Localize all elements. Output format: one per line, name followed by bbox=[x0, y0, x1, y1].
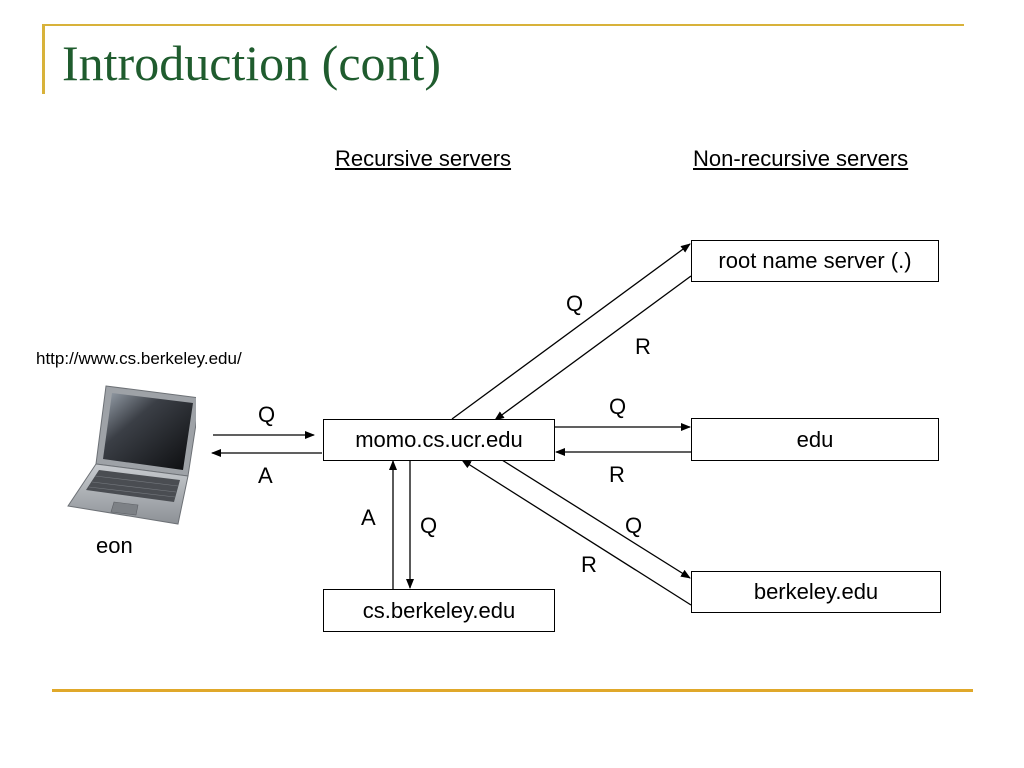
arrow-root-reply bbox=[494, 275, 692, 421]
node-momo-cs-ucr-edu: momo.cs.ucr.edu bbox=[323, 419, 555, 461]
node-cs-berkeley-label: cs.berkeley.edu bbox=[362, 597, 516, 623]
arrow-berkeley-reply bbox=[461, 459, 692, 606]
node-root-label: root name server (.) bbox=[718, 248, 912, 273]
node-edu-label: edu bbox=[796, 426, 834, 452]
berkeley-query-label: Q bbox=[625, 513, 643, 538]
node-berkeley-label: berkeley.edu bbox=[753, 579, 879, 604]
client-request-url: http://www.cs.berkeley.edu/ bbox=[36, 349, 242, 368]
node-berkeley-edu: berkeley.edu bbox=[691, 571, 941, 613]
arrow-root-query bbox=[451, 243, 691, 420]
node-momo-label: momo.cs.ucr.edu bbox=[355, 427, 523, 452]
arrow-berkeley-query bbox=[501, 459, 691, 579]
non-recursive-servers-header: Non-recursive servers bbox=[693, 146, 909, 171]
client-answer-label: A bbox=[258, 463, 273, 488]
client-query-label: Q bbox=[258, 402, 276, 427]
root-query-label: Q bbox=[566, 291, 584, 316]
node-edu: edu bbox=[691, 418, 939, 461]
accent-top-line bbox=[42, 24, 964, 26]
accent-bottom-line bbox=[52, 689, 973, 692]
laptop-icon bbox=[66, 384, 201, 534]
berkeley-reply-label: R bbox=[581, 552, 597, 577]
accent-left-bar bbox=[42, 24, 45, 94]
slide-title: Introduction (cont) bbox=[62, 35, 442, 91]
csb-query-label: Q bbox=[420, 513, 438, 538]
csb-answer-label: A bbox=[361, 505, 376, 530]
edu-query-label: Q bbox=[609, 394, 627, 419]
root-reply-label: R bbox=[635, 334, 651, 359]
client-name-label: eon bbox=[96, 533, 133, 558]
node-cs-berkeley-edu: cs.berkeley.edu bbox=[323, 589, 555, 632]
node-root-name-server: root name server (.) bbox=[691, 240, 939, 282]
recursive-servers-header: Recursive servers bbox=[335, 146, 512, 171]
edu-reply-label: R bbox=[609, 462, 625, 487]
